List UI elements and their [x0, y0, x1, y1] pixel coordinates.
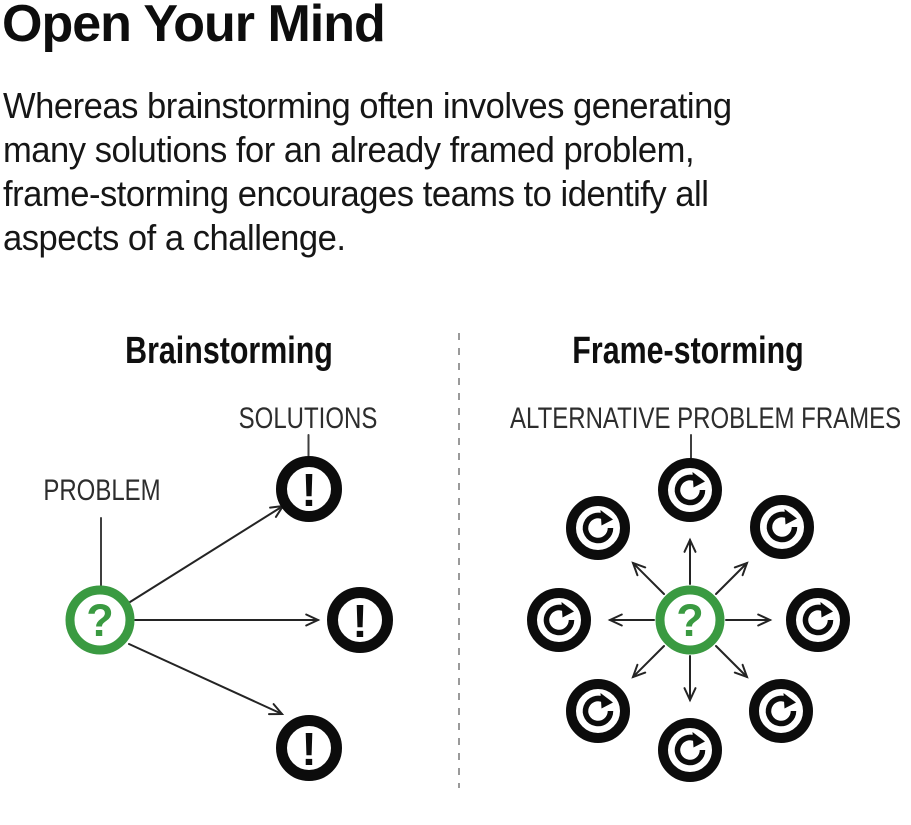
page-title: Open Your Mind [2, 0, 386, 53]
solution-exclamation-icon: ! [276, 456, 342, 527]
intro-paragraph: Whereas brainstorming often involves gen… [3, 84, 732, 260]
intro-line-1: Whereas brainstorming often involves gen… [3, 85, 732, 126]
frame-storming-heading: Frame-storming [572, 330, 804, 372]
connector-arrows-layer [100, 333, 773, 788]
problem-question-icon: ? [65, 585, 135, 660]
solution-exclamation-icon: ! [276, 715, 342, 786]
svg-text:?: ? [676, 595, 704, 646]
solution-exclamation-icon: ! [327, 587, 393, 658]
brainstorming-heading: Brainstorming [125, 330, 333, 372]
frame-storming-arrows [607, 537, 773, 703]
svg-text:!: ! [301, 723, 316, 775]
svg-text:!: ! [301, 464, 316, 516]
problem-label: PROBLEM [43, 474, 161, 507]
frame-refresh-icon [566, 679, 630, 748]
svg-text:!: ! [352, 595, 367, 647]
intro-line-3: frame-storming encourages teams to ident… [3, 173, 709, 214]
brainstorming-arrows [128, 504, 321, 716]
alternative-problem-frames-label: ALTERNATIVE PROBLEM FRAMES [510, 402, 902, 435]
frame-refresh-icon [749, 679, 813, 748]
label-connector-lines [100, 434, 692, 590]
frame-refresh-icon [527, 588, 591, 657]
frame-refresh-icon [786, 588, 850, 657]
frame-refresh-icon [658, 718, 722, 787]
frame-refresh-icon [658, 458, 722, 527]
frame-refresh-icon [750, 495, 814, 564]
frame-refresh-icon [566, 496, 630, 565]
central-question-icon: ? [655, 585, 725, 660]
svg-text:?: ? [86, 595, 114, 646]
solutions-label: SOLUTIONS [238, 402, 378, 435]
intro-line-4: aspects of a challenge. [3, 217, 346, 258]
intro-line-2: many solutions for an already framed pro… [3, 129, 695, 170]
